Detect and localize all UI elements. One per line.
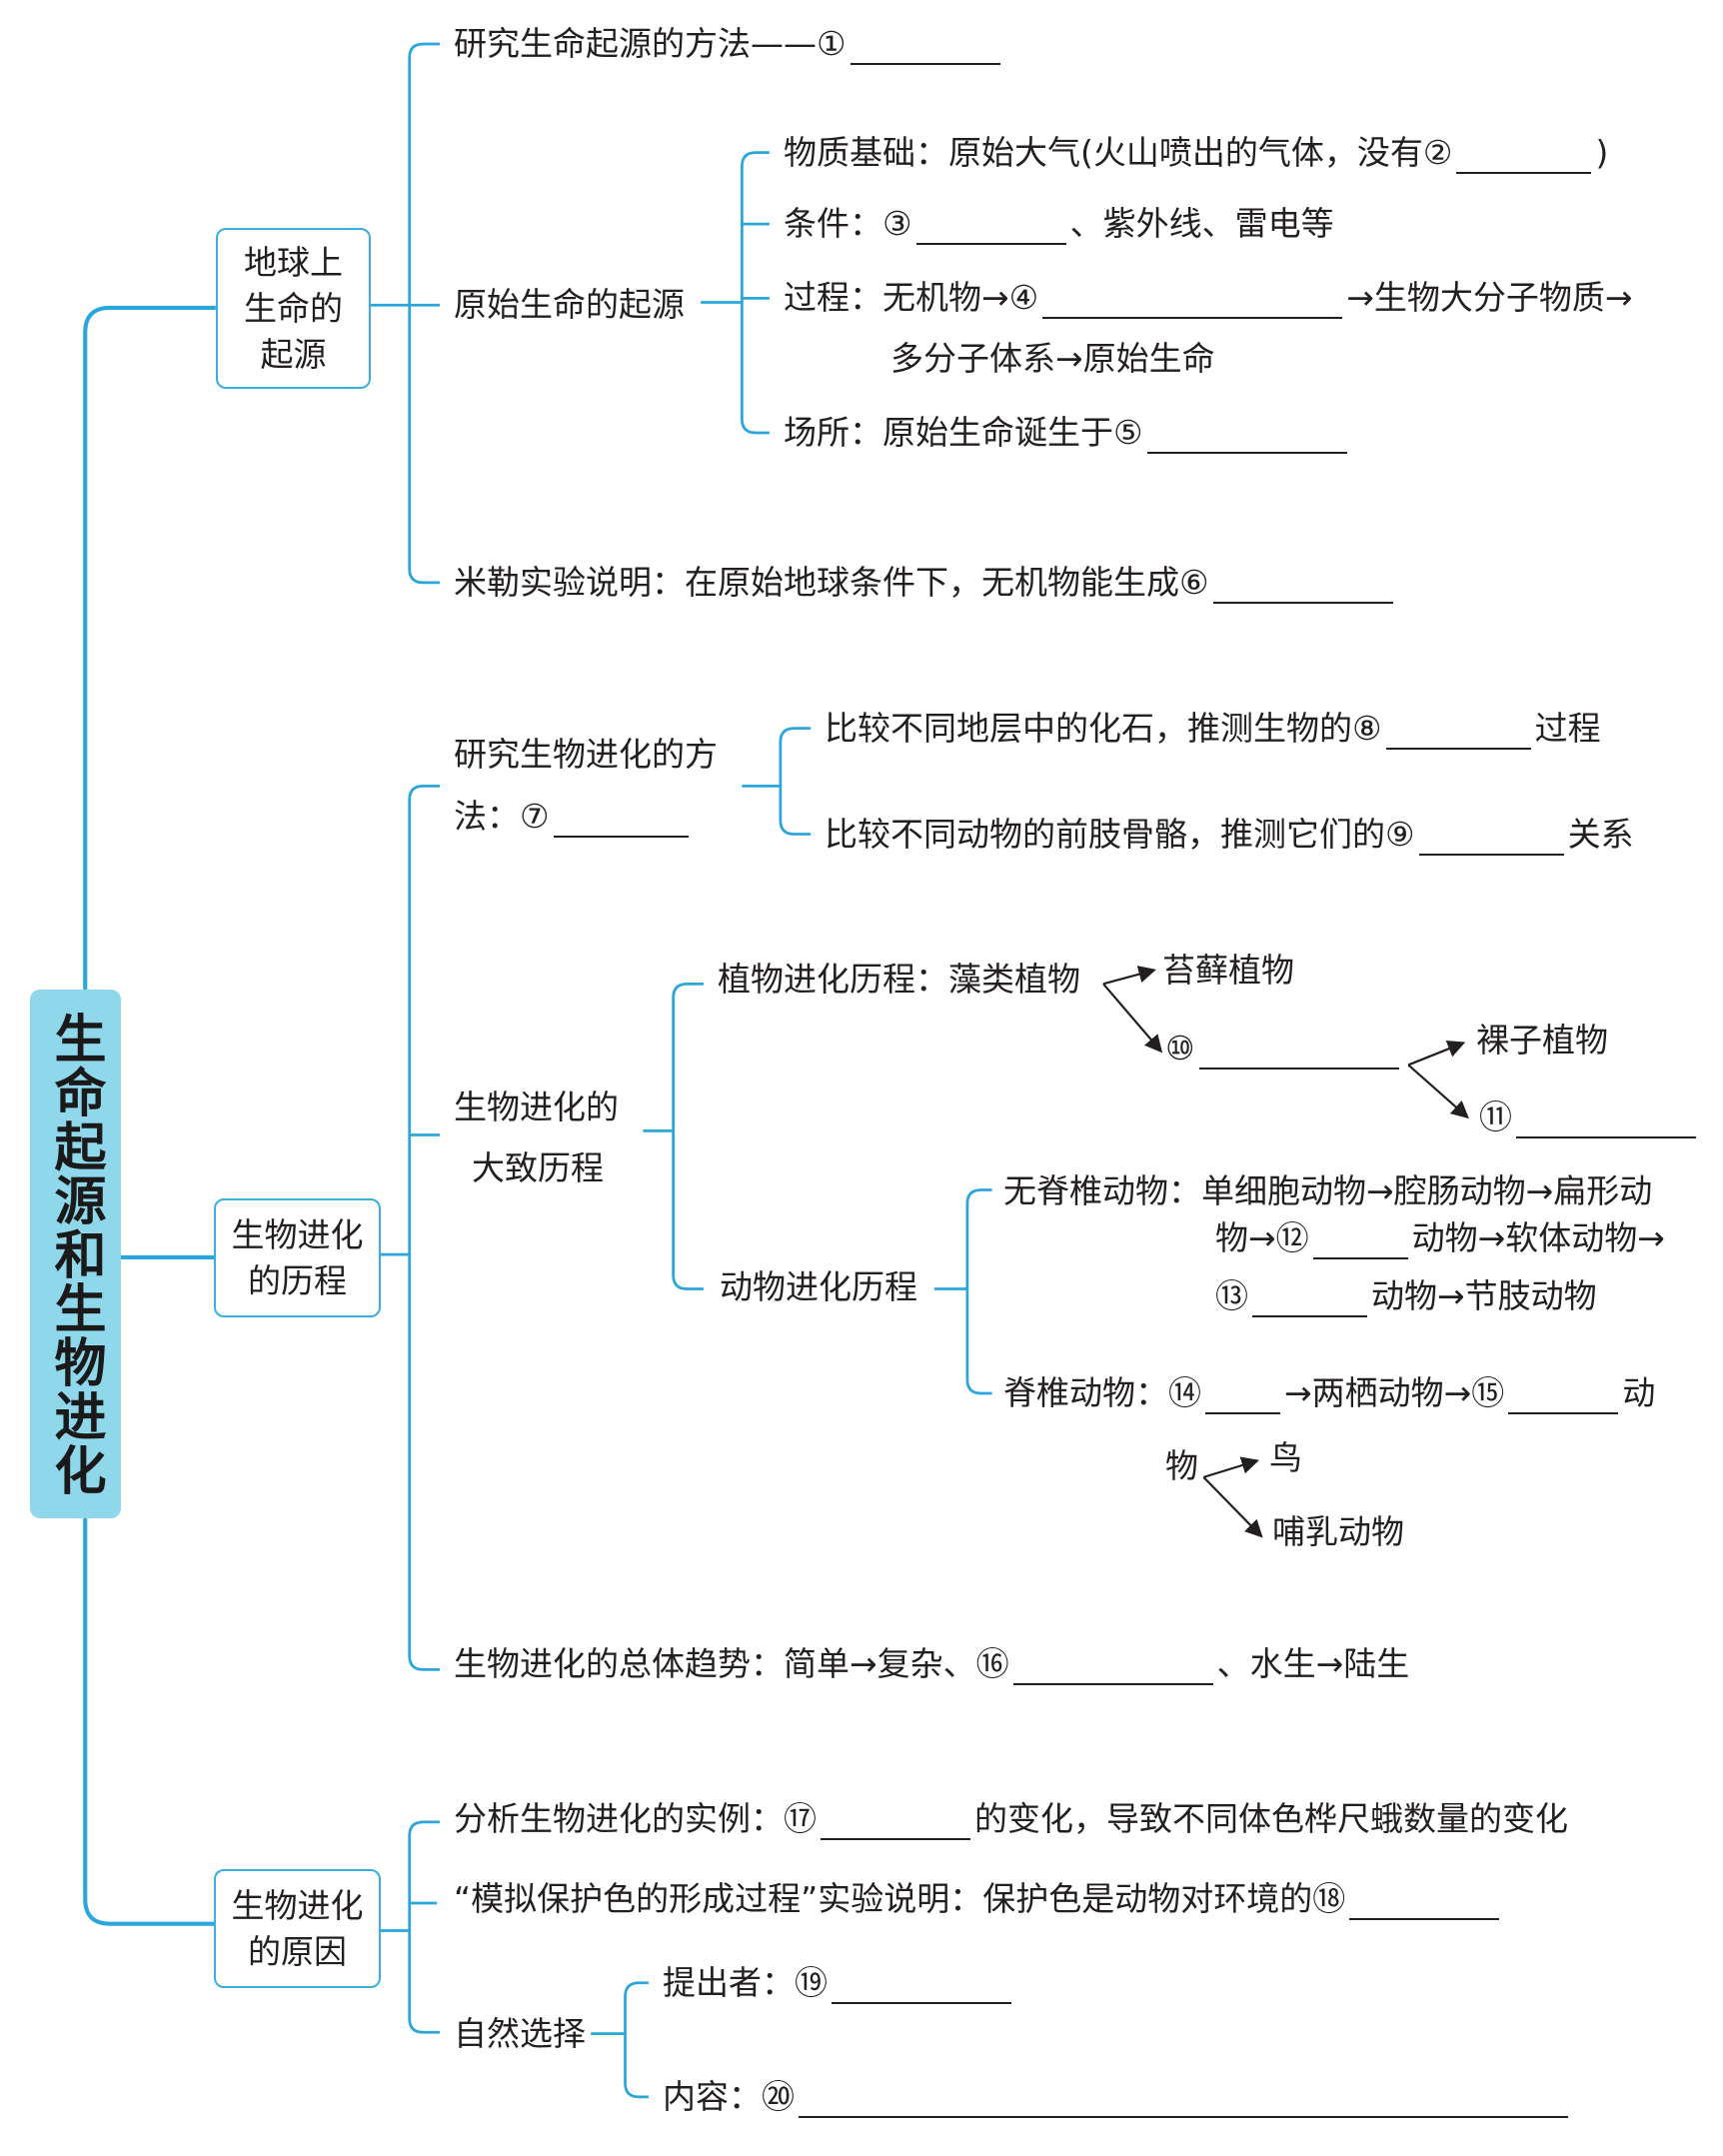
invertebrate-line1: 无脊椎动物：单细胞动物→腔肠动物→扁形动: [1003, 1171, 1653, 1210]
blank-6: [1212, 572, 1393, 604]
blank-9: [1418, 824, 1564, 856]
evo-method-line1: 研究生物进化的方: [454, 735, 718, 774]
natural-selection-label: 自然选择: [454, 2014, 586, 2053]
blank-18: [1349, 1888, 1500, 1920]
arrow-to-n11: [1407, 1064, 1469, 1119]
blank-14: [1205, 1382, 1280, 1414]
gymnosperms: 裸子植物: [1476, 1021, 1608, 1060]
blank-3: [915, 213, 1066, 245]
plant-n10: ⑩: [1165, 1028, 1403, 1070]
node-origin-of-life: 地球上生命的起源: [216, 228, 371, 389]
arrow-to-moss: [1102, 966, 1156, 986]
course-bracket: [643, 982, 704, 1290]
arrow-to-bird: [1203, 1456, 1260, 1478]
method-bracket: [742, 727, 812, 836]
origin-condition: 条件：③、紫外线、雷电等: [784, 204, 1334, 245]
blank-7: [553, 806, 689, 838]
blank-13: [1252, 1285, 1367, 1317]
evolution-trend: 生物进化的总体趋势：简单→复杂、⑯、水生→陆生: [454, 1644, 1410, 1685]
blank-19: [832, 1972, 1011, 2004]
box3-bracket: [376, 1820, 440, 2034]
node-evolution-course: 生物进化的历程: [214, 1198, 381, 1317]
blank-16: [1012, 1653, 1213, 1685]
miller-experiment: 米勒实验说明：在原始地球条件下，无机物能生成⑥: [454, 562, 1397, 604]
mammals: 哺乳动物: [1272, 1512, 1404, 1551]
box2-bracket: [376, 784, 440, 1671]
blank-10: [1198, 1038, 1399, 1070]
origin-process-line2: 多分子体系→原始生命: [890, 339, 1215, 378]
blank-5: [1146, 422, 1347, 454]
origin-basis: 物质基础：原始大气(火山喷出的气体，没有②): [784, 133, 1609, 174]
plant-course-label: 植物进化历程：藻类植物: [718, 960, 1080, 999]
origin-label: 原始生命的起源: [454, 285, 685, 324]
root-node: 生命起源和生物进化: [30, 990, 121, 1518]
blank-8: [1385, 718, 1531, 750]
blank-12: [1312, 1227, 1408, 1259]
natural-selection-content: 内容：⑳: [663, 2076, 1572, 2118]
origin-method: 研究生命起源的方法——①: [454, 23, 1004, 65]
blank-11: [1516, 1106, 1696, 1138]
blank-17: [821, 1808, 970, 1840]
protective-color-experiment: “模拟保护色的形成过程”实验说明：保护色是动物对环境的⑱: [454, 1878, 1503, 1920]
moss-plants: 苔藓植物: [1162, 951, 1294, 990]
origin-place: 场所：原始生命诞生于⑤: [784, 412, 1351, 454]
arrow-to-mammal: [1202, 1476, 1263, 1538]
blank-1: [850, 33, 1000, 65]
course-line1: 生物进化的: [454, 1087, 619, 1126]
arrow-to-gymno: [1407, 1040, 1466, 1067]
blank-15: [1508, 1382, 1619, 1414]
birds: 鸟: [1269, 1438, 1302, 1477]
node-evolution-cause: 生物进化的原因: [214, 1869, 381, 1988]
vertebrate-wu: 物: [1165, 1446, 1198, 1485]
arrow-to-n10: [1102, 983, 1163, 1054]
origin-process: 过程：无机物→④→生物大分子物质→: [784, 278, 1633, 319]
box1-bracket: [367, 42, 440, 585]
selection-bracket: [591, 1981, 649, 2099]
course-line2: 大致历程: [472, 1148, 604, 1187]
blank-20: [799, 2086, 1568, 2118]
animal-bracket: [933, 1188, 992, 1395]
blank-2: [1456, 142, 1592, 174]
plant-n11: ⑪: [1479, 1096, 1700, 1138]
origin-bracket: [701, 151, 770, 435]
blank-4: [1042, 287, 1343, 319]
animal-course-label: 动物进化历程: [720, 1267, 917, 1306]
natural-selection-proposer: 提出者：⑲: [663, 1962, 1015, 2004]
evo-method-line2: 法：⑦: [454, 796, 693, 838]
